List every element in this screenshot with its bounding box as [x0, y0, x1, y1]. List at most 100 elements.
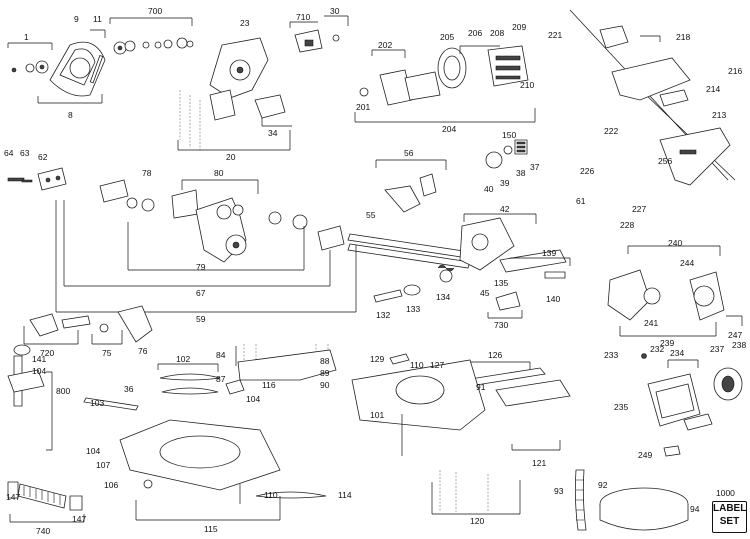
label-234: 234 — [670, 348, 684, 358]
motor-housing-group — [607, 245, 743, 337]
label-115: 115 — [204, 524, 218, 534]
label-126: 126 — [488, 350, 502, 360]
label-62: 62 — [38, 152, 48, 162]
label-116: 116 — [262, 380, 276, 390]
label-134: 134 — [436, 292, 450, 302]
label-104-c: 104 — [86, 446, 100, 456]
base-group — [351, 359, 571, 456]
label-37: 37 — [530, 162, 540, 172]
label-205: 205 — [440, 32, 454, 42]
label-1000: 1000 — [716, 488, 735, 498]
label-249: 249 — [638, 450, 652, 460]
label-129: 129 — [370, 354, 384, 364]
label-63: 63 — [20, 148, 30, 158]
label-228: 228 — [620, 220, 634, 230]
label-88: 88 — [320, 356, 330, 366]
arm-assembly-group — [127, 179, 345, 271]
label-102: 102 — [176, 354, 190, 364]
label-237: 237 — [710, 344, 724, 354]
label-133: 133 — [406, 304, 420, 314]
label-36: 36 — [124, 384, 134, 394]
label-204: 204 — [442, 124, 456, 134]
dust-bag-group — [431, 469, 689, 531]
label-209: 209 — [512, 22, 526, 32]
label-64: 64 — [4, 148, 14, 158]
label-94: 94 — [690, 504, 700, 514]
label-78: 78 — [142, 168, 152, 178]
label-141: 141 — [32, 354, 46, 364]
label-110-b: 110 — [264, 490, 278, 500]
label-30: 30 — [330, 6, 340, 16]
label-121: 121 — [532, 458, 546, 468]
label-107: 107 — [96, 460, 110, 470]
label-218: 218 — [676, 32, 690, 42]
fence-group — [235, 344, 337, 381]
label-700: 700 — [148, 6, 162, 16]
label-76: 76 — [138, 346, 148, 356]
label-89: 89 — [320, 368, 330, 378]
switch-group — [289, 15, 349, 53]
label-114: 114 — [338, 490, 352, 500]
label-34: 34 — [268, 128, 278, 138]
label-101: 101 — [370, 410, 384, 420]
label-set-box: LABEL SET — [712, 501, 747, 533]
label-20: 20 — [226, 152, 236, 162]
label-61: 61 — [576, 196, 586, 206]
gear-case-group — [177, 37, 292, 151]
label-set-line2: SET — [719, 516, 740, 527]
pins-group — [373, 264, 523, 319]
clamp-group — [7, 344, 53, 451]
label-120: 120 — [470, 516, 484, 526]
label-208: 208 — [490, 28, 504, 38]
label-45: 45 — [480, 288, 490, 298]
part-labels: 1 9 11 700 23 710 30 8 34 20 202 205 206… — [4, 6, 746, 536]
bracket-group — [7, 167, 199, 219]
label-201: 201 — [356, 102, 370, 112]
miter-base-group — [83, 363, 327, 521]
label-147-a: 147 — [6, 492, 20, 502]
label-800: 800 — [56, 386, 70, 396]
handle-group — [569, 9, 736, 186]
label-240: 240 — [668, 238, 682, 248]
label-127: 127 — [430, 360, 444, 370]
bracket-67-59 — [55, 200, 357, 313]
label-92: 92 — [598, 480, 608, 490]
label-202: 202 — [378, 40, 392, 50]
label-55: 55 — [366, 210, 376, 220]
label-140: 140 — [546, 294, 560, 304]
brush-housing-group — [641, 353, 743, 457]
label-233: 233 — [604, 350, 618, 360]
label-104-a: 104 — [32, 366, 46, 376]
label-set-line1: LABEL — [713, 503, 747, 514]
label-720: 720 — [40, 348, 54, 358]
label-67: 67 — [196, 288, 206, 298]
label-79: 79 — [196, 262, 206, 272]
label-241: 241 — [644, 318, 658, 328]
motor-group — [354, 45, 536, 123]
label-90: 90 — [320, 380, 330, 390]
label-239: 239 — [660, 338, 674, 348]
label-75: 75 — [102, 348, 112, 358]
label-247: 247 — [728, 330, 742, 340]
label-132: 132 — [376, 310, 390, 320]
label-206: 206 — [468, 28, 482, 38]
label-87: 87 — [216, 374, 226, 384]
label-106: 106 — [104, 480, 118, 490]
shaft-assembly-group — [109, 17, 194, 55]
label-213: 213 — [712, 110, 726, 120]
label-1: 1 — [24, 32, 29, 42]
label-8: 8 — [68, 110, 73, 120]
label-238: 238 — [732, 340, 746, 350]
label-256: 256 — [658, 156, 672, 166]
label-56: 56 — [404, 148, 414, 158]
label-135: 135 — [494, 278, 508, 288]
guard-link-group — [23, 305, 153, 345]
label-42: 42 — [500, 204, 510, 214]
label-38: 38 — [516, 168, 526, 178]
label-93: 93 — [554, 486, 564, 496]
label-139: 139 — [542, 248, 556, 258]
label-221: 221 — [548, 30, 562, 40]
label-227: 227 — [632, 204, 646, 214]
label-11: 11 — [93, 14, 102, 24]
